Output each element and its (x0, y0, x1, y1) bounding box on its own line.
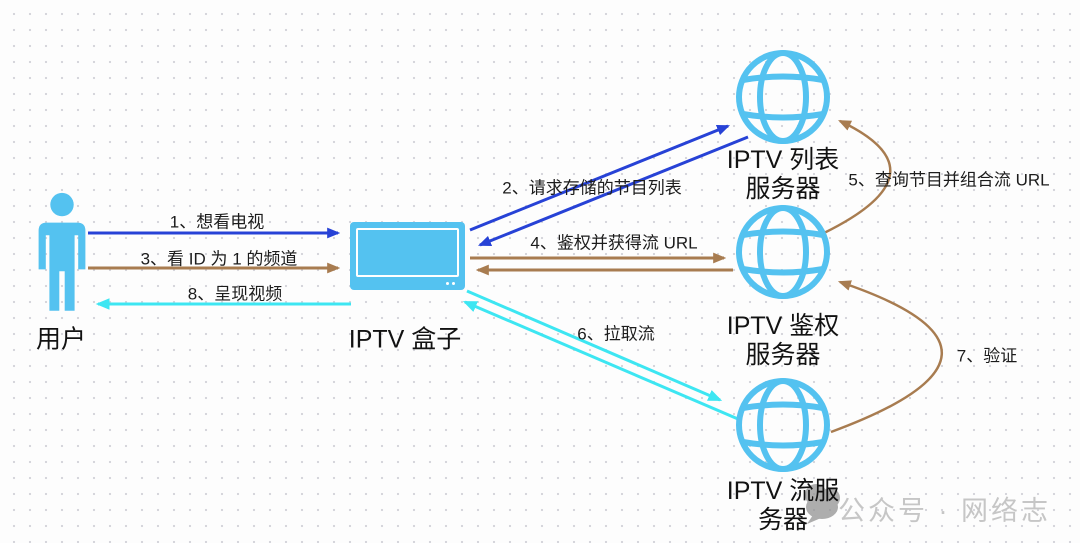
edge-7-label: 7、验证 (956, 346, 1018, 366)
edge-6-stream-server-to-stb (462, 300, 739, 421)
edge-5-auth-to-list-server (823, 119, 892, 235)
edge-4-label: 4、鉴权并获得流 URL (530, 233, 698, 253)
tv-indicator-dot (452, 282, 455, 285)
user-person-icon (38, 192, 86, 311)
edge-7-stream-to-auth-server (830, 280, 943, 434)
edge-8-label: 8、呈现视频 (187, 284, 283, 304)
watermark-logo-icon (805, 484, 840, 524)
edge-2-stb-to-list-server (469, 124, 731, 232)
edge-5-label: 5、查询节目并组合流 URL (848, 170, 1050, 190)
iptv-box-label: IPTV 盒子 (348, 325, 462, 354)
stream-server-globe-icon (736, 378, 830, 472)
edge-6-label: 6、拉取流 (577, 324, 655, 344)
edge-1-label: 1、想看电视 (169, 212, 265, 232)
stream-server-label: IPTV 流服 务器 (726, 477, 840, 534)
list-server-label: IPTV 列表 服务器 (726, 146, 840, 203)
auth-server-globe-icon (736, 205, 830, 299)
list-server-globe-icon (736, 50, 830, 144)
tv-indicator-dot (446, 282, 449, 285)
edge-6-stb-to-stream-server (466, 289, 723, 402)
edge-3-label: 3、看 ID 为 1 的频道 (140, 249, 298, 269)
tv-screen (356, 228, 459, 277)
auth-server-label: IPTV 鉴权 服务器 (726, 312, 840, 369)
edge-2-label: 2、请求存储的节目列表 (502, 178, 682, 198)
edge-2-list-server-to-stb (477, 135, 749, 247)
user-label: 用户 (35, 325, 87, 354)
watermark-text: 公众号 · 网络志 (838, 496, 1051, 526)
iptv-box-icon (350, 222, 465, 290)
